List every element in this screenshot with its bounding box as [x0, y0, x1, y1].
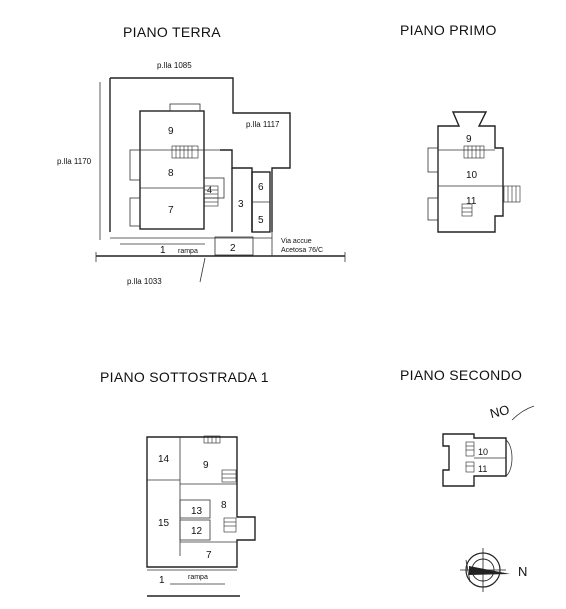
- ground-parcel-bottom: p.lla 1033: [127, 277, 162, 286]
- ground-parcel-top: p.lla 1085: [157, 61, 192, 70]
- basement-room-15: 15: [158, 518, 170, 529]
- ground-room-2: 2: [230, 243, 236, 254]
- ground-room-9: 9: [168, 126, 174, 137]
- title-piano-terra: PIANO TERRA: [123, 24, 221, 40]
- ground-ramp-label: rampa: [178, 248, 198, 255]
- first-room-9: 9: [466, 134, 472, 145]
- basement-room-12: 12: [191, 526, 203, 537]
- basement-room-14: 14: [158, 454, 170, 465]
- ground-floor-plan: p.lla 1085 p.lla 1117 p.lla 1170 p.lla 1…: [57, 61, 346, 286]
- ground-room-4: 4: [207, 185, 212, 195]
- first-terrace-left-lower: [427, 197, 439, 221]
- basement-room-1: 1: [159, 575, 165, 586]
- second-curved-wall: [505, 439, 513, 477]
- second-house-outline: [442, 433, 507, 487]
- first-stair-icon: [461, 145, 521, 217]
- ground-room-3-outline: [220, 149, 253, 232]
- basement-outline: [146, 436, 256, 568]
- first-room-11: 11: [466, 196, 477, 207]
- compass-north-label: N: [518, 564, 527, 579]
- ground-room-7: 7: [168, 205, 174, 216]
- basement-room-12-outline: [179, 519, 211, 541]
- ground-room-6: 6: [258, 182, 264, 193]
- ground-terrace-left-lower: [129, 197, 141, 227]
- ground-top-balcony: [169, 103, 201, 112]
- basement-room-13-outline: [179, 499, 211, 519]
- second-handwritten-stroke: [511, 405, 535, 421]
- basement-ramp-label: rampa: [188, 574, 208, 581]
- second-room-11: 11: [478, 464, 487, 474]
- title-piano-primo: PIANO PRIMO: [400, 22, 497, 38]
- ground-room-2-outline: [214, 236, 254, 256]
- first-terrace-left: [427, 147, 439, 173]
- basement-room-7: 7: [206, 550, 212, 561]
- ground-parcel-leader: [199, 257, 206, 283]
- second-floor-plan: 10 11 NO: [442, 402, 535, 487]
- basement-stair-icon: [203, 435, 237, 533]
- compass-icon: N: [460, 548, 527, 592]
- ground-street-line1: Via accue: [281, 238, 312, 245]
- basement-plan: 14 9 8 13 12 15 7 1 rampa: [146, 435, 256, 597]
- basement-room-13: 13: [191, 506, 203, 517]
- second-handwritten-note: NO: [488, 402, 511, 421]
- first-room-10: 10: [466, 170, 478, 181]
- ground-parcel-left: p.lla 1170: [57, 157, 92, 166]
- title-piano-sottostrada: PIANO SOTTOSTRADA 1: [100, 369, 269, 385]
- first-house-outline: [437, 111, 504, 233]
- ground-room-1: 1: [160, 245, 166, 256]
- ground-room-5: 5: [258, 215, 264, 226]
- ground-room-8: 8: [168, 168, 174, 179]
- ground-stair-icon: [171, 145, 219, 207]
- basement-room-9: 9: [203, 460, 209, 471]
- ground-room-3: 3: [238, 199, 244, 210]
- ground-room-4-outline: [203, 177, 225, 199]
- ground-parcel-right: p.lla 1117: [246, 120, 280, 129]
- ground-street-line2: Acetosa 76/C: [281, 247, 323, 254]
- ground-lot-outline: [110, 77, 291, 232]
- basement-room-8: 8: [221, 500, 227, 511]
- first-floor-plan: 9 10 11: [427, 111, 521, 233]
- second-room-10: 10: [478, 447, 488, 457]
- title-piano-secondo: PIANO SECONDO: [400, 367, 523, 383]
- second-stair-icon: [465, 441, 475, 473]
- ground-terrace-left: [129, 149, 141, 181]
